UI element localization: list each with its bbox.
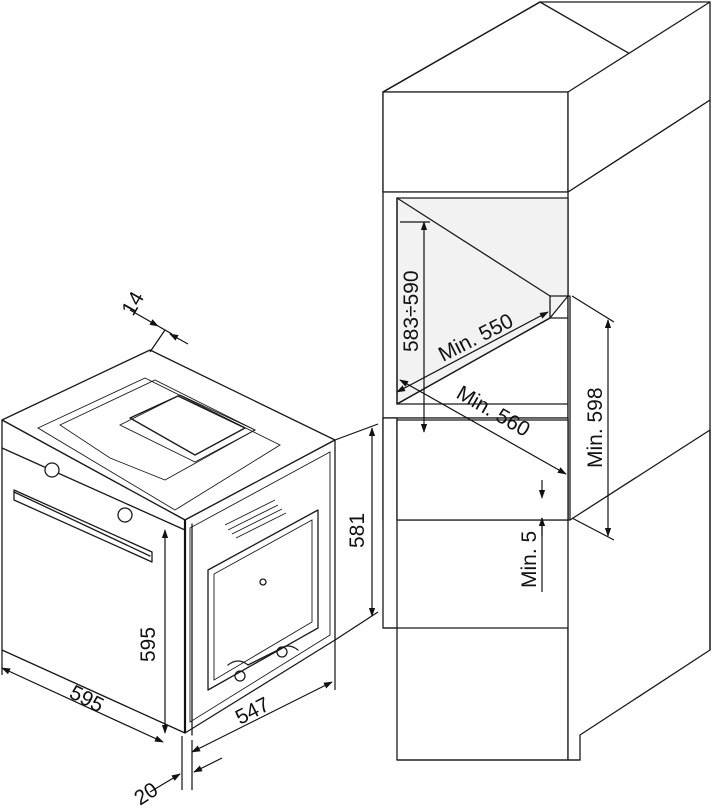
dim-bottom-gap: Min. 5: [518, 531, 541, 588]
oven-top-panel: [129, 395, 246, 456]
lower-box-plinth: [396, 627, 569, 761]
dim-opening-height: Min. 598: [584, 387, 607, 468]
dim-front-gap: 14: [117, 287, 149, 319]
oven: [1, 349, 336, 736]
knob-right-icon: [117, 507, 133, 523]
dim-niche-height: 583÷590: [400, 270, 423, 352]
lower-box-side: [567, 429, 711, 761]
cabinet: [382, 1, 711, 761]
dim-height: 595: [137, 627, 160, 662]
knob-left-icon: [44, 462, 60, 478]
dim-body-height: 581: [346, 513, 369, 548]
upper-box-front: [382, 91, 569, 193]
rear-panel: [207, 509, 319, 691]
dim-width-line: [1, 667, 164, 743]
dim-niche-width-line: [399, 379, 567, 475]
dim-door-thickness: 20: [130, 778, 162, 810]
screw-icon: [259, 578, 267, 586]
dim-depth-line: [191, 681, 333, 753]
vent-slots: [224, 499, 287, 539]
dim-niche-depth-line: [396, 311, 549, 393]
